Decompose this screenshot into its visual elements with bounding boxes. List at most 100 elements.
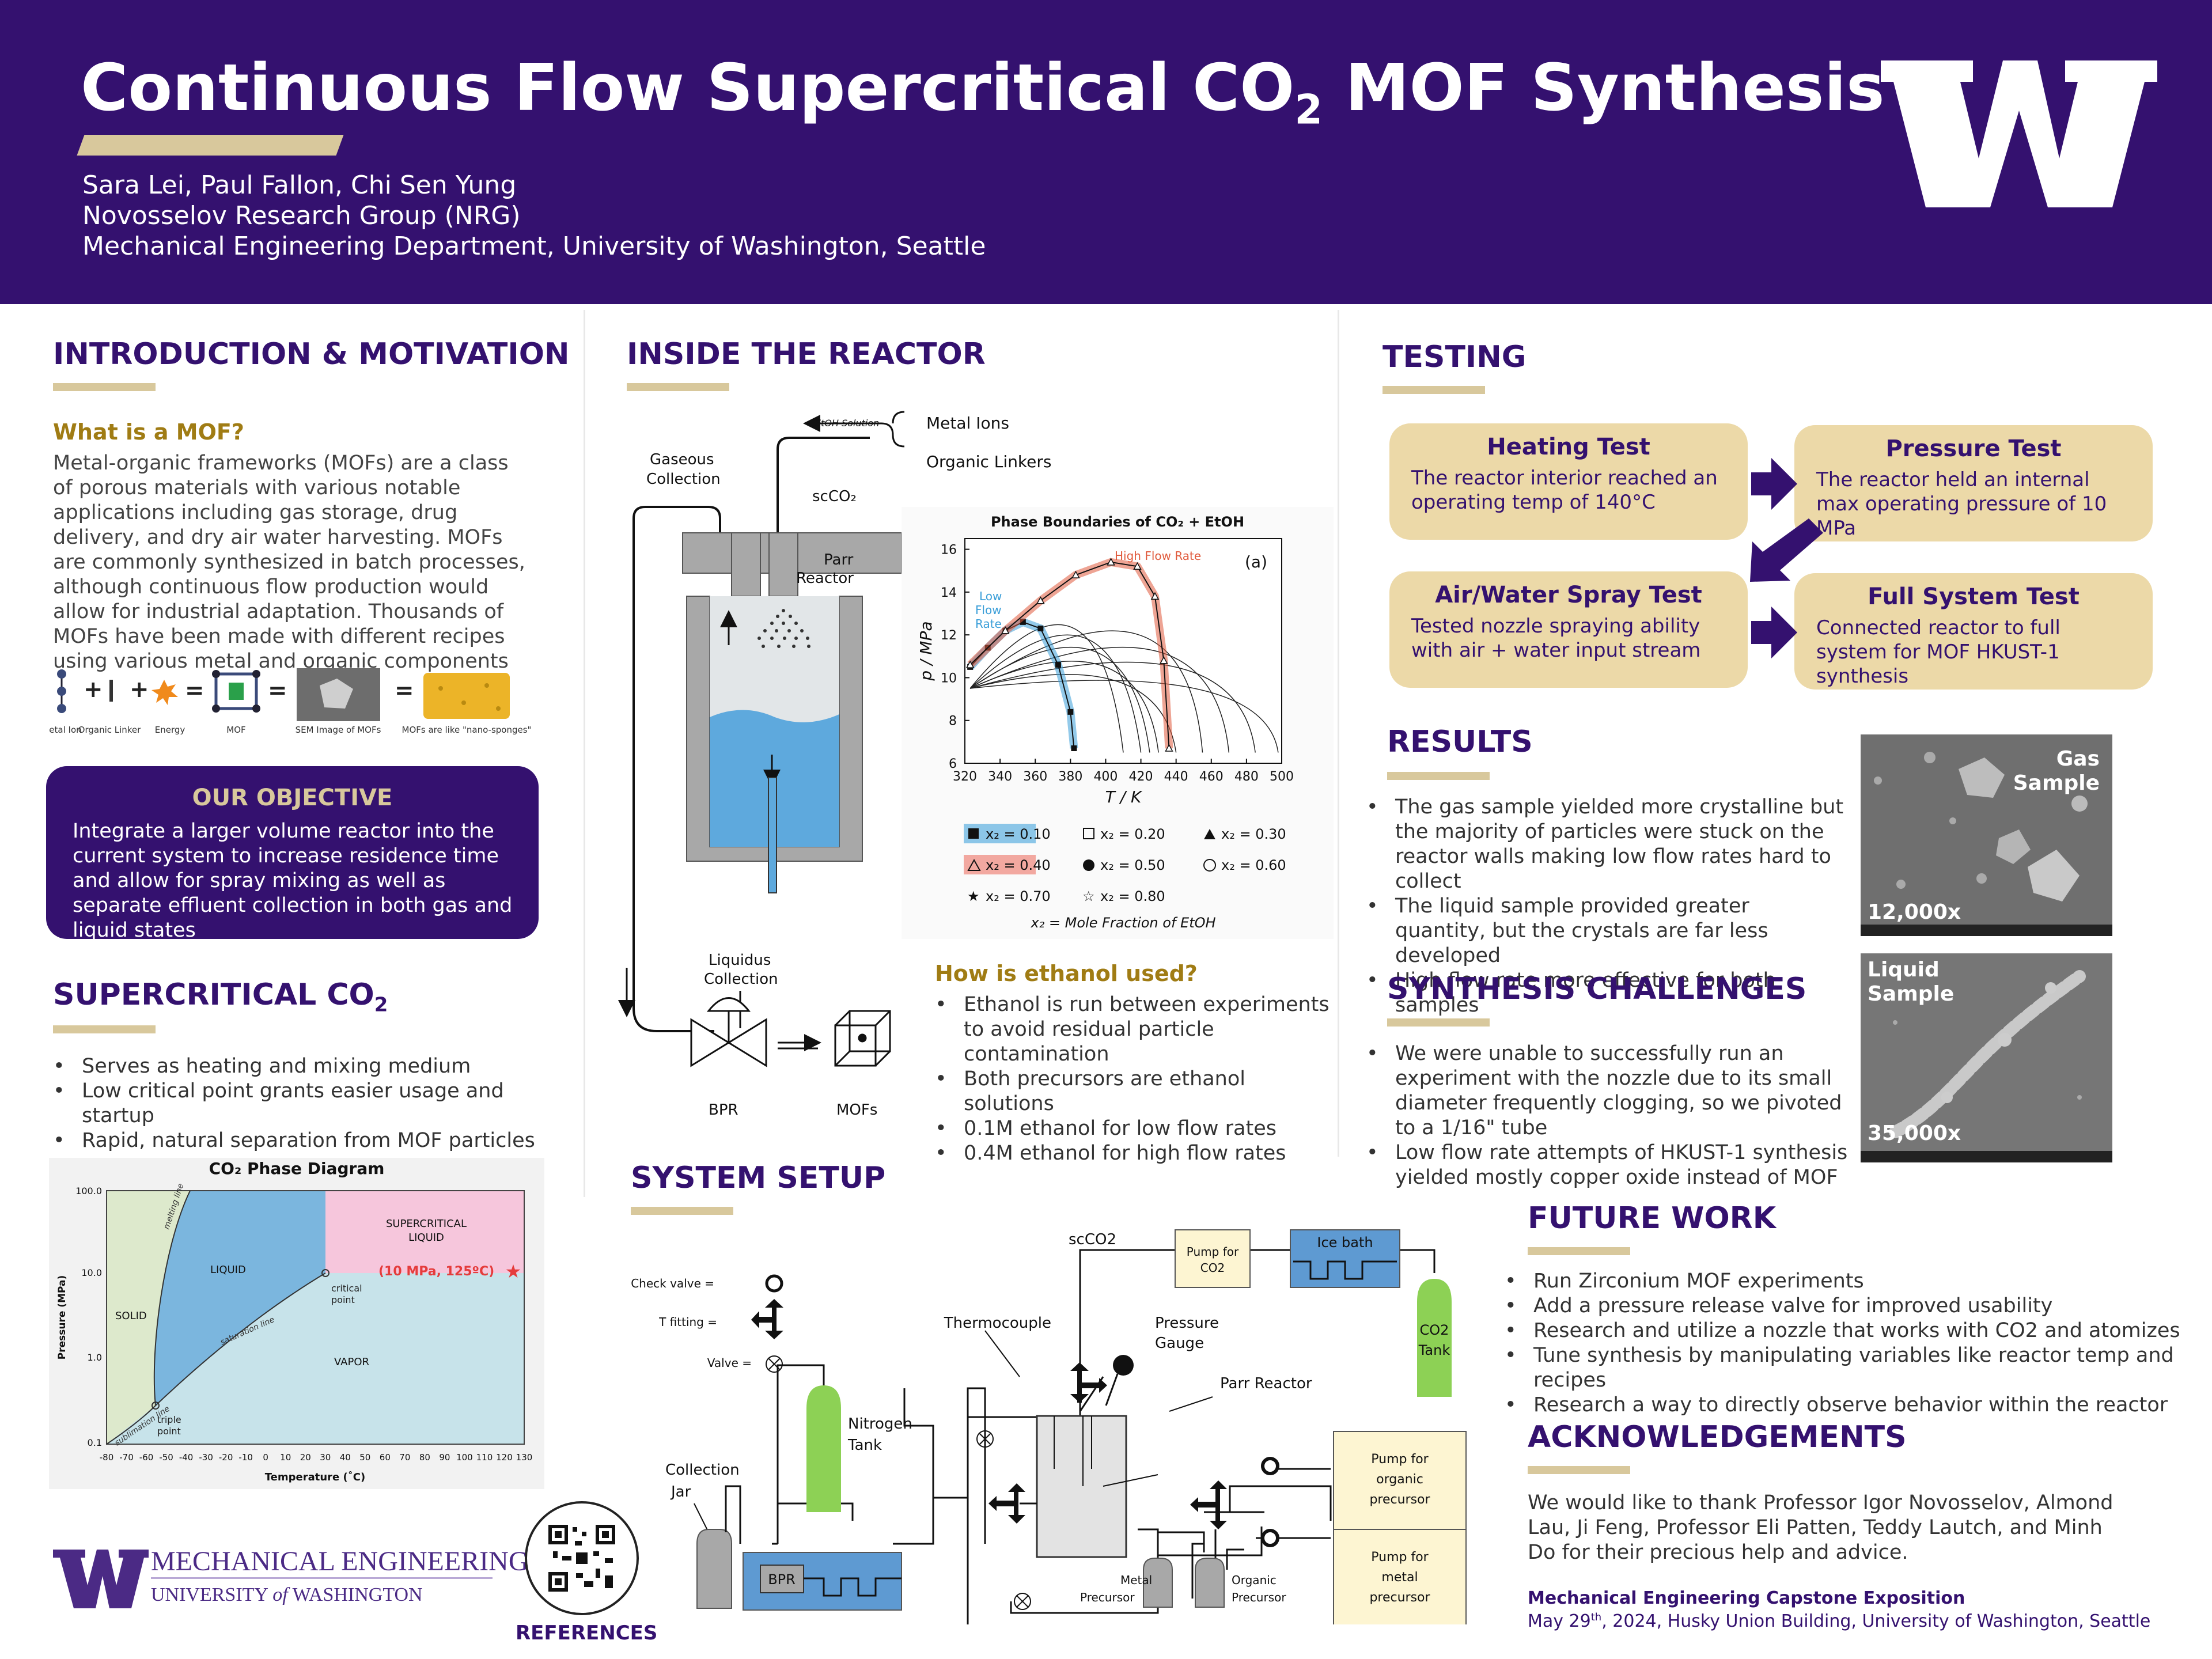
x-tick: 70: [399, 1452, 410, 1463]
qr-code[interactable]: [524, 1501, 639, 1616]
list-item: Research and utilize a nozzle that works…: [1505, 1319, 2196, 1343]
future-bullets: Run Zirconium MOF experiments Add a pres…: [1505, 1269, 2196, 1418]
pressure-test-box: Pressure Test The reactor held an intern…: [1794, 425, 2153, 541]
sco2-underline: [53, 1025, 156, 1033]
tank-label: CO2: [1420, 1322, 1449, 1338]
t-fitting-icon: [1070, 1362, 1107, 1403]
x-tick: -20: [219, 1452, 233, 1463]
pump-label: organic: [1376, 1472, 1423, 1487]
x-tick-label: 380: [1058, 770, 1082, 784]
legend-marker: [1204, 829, 1215, 839]
x-tick-label: 320: [953, 770, 977, 784]
reactor-underline: [627, 383, 729, 391]
gauge-label: Pressure: [1155, 1315, 1219, 1332]
metal-precursor-bottle: [1143, 1558, 1173, 1608]
precursor-label: Precursor: [1232, 1590, 1286, 1604]
test-box-desc: Tested nozzle spraying ability with air …: [1411, 615, 1701, 662]
dip-tube: [768, 777, 777, 893]
isopleth-line: [969, 646, 1230, 753]
metal-ions-label: Metal Ions: [926, 414, 1009, 433]
mofs-label: MOFs: [836, 1101, 877, 1119]
label-organic: Organic Linker: [78, 725, 142, 735]
x-tick: 20: [300, 1452, 311, 1463]
intro-title: INTRODUCTION & MOTIVATION: [53, 337, 570, 372]
x-tick: 50: [359, 1452, 370, 1463]
triple-label: triple: [157, 1414, 181, 1425]
uw-me-w-logo: [53, 1550, 149, 1608]
references-label[interactable]: REFERENCES: [516, 1622, 658, 1645]
list-item: Add a pressure release valve for improve…: [1505, 1294, 2196, 1319]
legend-highlight: [964, 855, 1036, 874]
region-label: LIQUID: [210, 1264, 246, 1276]
pump-label: Pump for: [1371, 1452, 1429, 1467]
t-fitting-icon: [1190, 1480, 1227, 1529]
system-setup-diagram: scCO2 Pump for CO2 Ice bath CO2 Tank Che…: [631, 1229, 1467, 1624]
legend: x₂ = 0.10 x₂ = 0.20 x₂ = 0.30 x₂ = 0.40 …: [964, 824, 1286, 931]
x-tick-label: 480: [1234, 770, 1259, 784]
setup-underline: [631, 1207, 733, 1215]
x-tick-label: 420: [1129, 770, 1153, 784]
pump-label: precursor: [1369, 1493, 1430, 1507]
legend-entry: x₂ = 0.60: [1221, 857, 1286, 873]
event-date: May 29th, 2024, Husky Union Building, Un…: [1528, 1611, 2151, 1631]
bpr-label: BPR: [709, 1101, 738, 1119]
x-tick: 110: [476, 1452, 493, 1463]
arrow-diagonal-icon: [1750, 518, 1823, 582]
x-tick: -50: [159, 1452, 173, 1463]
test-box-title: Pressure Test: [1885, 435, 2062, 462]
data-point: [1037, 626, 1044, 631]
isopleth-line: [969, 661, 1256, 753]
co2-pump: [1175, 1229, 1251, 1288]
objective-title: OUR OBJECTIVE: [192, 785, 393, 811]
me-department-name: MECHANICAL ENGINEERING: [151, 1546, 529, 1577]
low-flow-annotation: Rate: [975, 617, 1002, 631]
column-divider-2: [1338, 310, 1339, 1157]
future-underline: [1528, 1247, 1630, 1255]
list-item: The gas sample yielded more crystalline …: [1366, 795, 1844, 894]
data-point: [1067, 709, 1074, 715]
x-tick: 120: [496, 1452, 513, 1463]
nitrogen-label: Tank: [847, 1437, 882, 1454]
label-metal: Metal Ion: [49, 725, 82, 735]
energy-icon: [151, 680, 178, 705]
organic-precursor-bottle: [1195, 1558, 1225, 1608]
intro-underline: [53, 383, 156, 391]
header-banner: [0, 0, 2212, 304]
label-sponge: MOFs are like "nano-sponges": [402, 725, 532, 735]
data-point: [1071, 570, 1080, 578]
author-block: Sara Lei, Paul Fallon, Chi Sen Yung Novo…: [82, 170, 986, 262]
equals-sign: =: [185, 677, 204, 704]
x-tick: 130: [516, 1452, 533, 1463]
label-mof: MOF: [226, 725, 245, 735]
data-point: [1165, 744, 1173, 752]
x-tick-label: 360: [1023, 770, 1047, 784]
plus-sign: +: [84, 676, 103, 703]
x-tick-label: 440: [1164, 770, 1188, 784]
pump-label: precursor: [1369, 1590, 1430, 1605]
legend-note: x₂ = Mole Fraction of EtOH: [1030, 915, 1215, 931]
data-point: [1001, 626, 1010, 634]
x-tick: -70: [119, 1452, 134, 1463]
y-tick-label: 8: [949, 714, 957, 729]
low-flow-annotation: Flow: [975, 603, 1002, 617]
collection-jar-label: Collection: [665, 1461, 740, 1479]
testing-underline: [1382, 386, 1485, 394]
legend-entry: x₂ = 0.40: [986, 857, 1051, 873]
t-fitting-icon: [988, 1483, 1025, 1524]
co2-phase-diagram: CO₂ Phase Diagram SOLID LIQUID VAPOR SUP…: [49, 1158, 544, 1489]
data-point: [1133, 562, 1142, 570]
poster-title: Continuous Flow Supercritical CO2 MOF Sy…: [81, 51, 1885, 134]
ice-bath-label: Ice bath: [1317, 1234, 1373, 1251]
metal-pump: [1333, 1529, 1467, 1624]
x-tick: -60: [139, 1452, 153, 1463]
critical-label: point: [331, 1294, 355, 1305]
x-tick-label: 460: [1199, 770, 1224, 784]
x-tick: -10: [238, 1452, 253, 1463]
data-point: [1107, 558, 1115, 566]
sponge-icon: [423, 673, 510, 719]
pump-label: metal: [1381, 1570, 1418, 1585]
x-axis-label: T / K: [1105, 787, 1143, 806]
spray-test-box: Air/Water Spray Test Tested nozzle spray…: [1389, 571, 1748, 688]
x-tick-label: 500: [1270, 770, 1294, 784]
